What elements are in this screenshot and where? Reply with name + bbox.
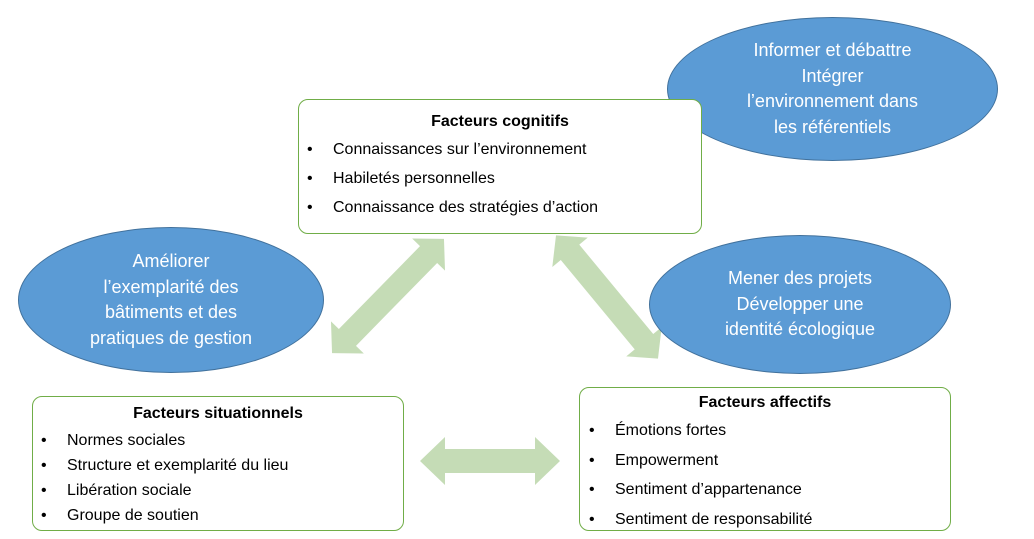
ellipse-line: les référentiels <box>774 115 891 141</box>
box-title: Facteurs cognitifs <box>299 112 701 132</box>
ellipse-line: l’environnement dans <box>747 89 918 115</box>
arrow-cognitive-situational <box>316 223 461 370</box>
box-title: Facteurs situationnels <box>33 404 403 424</box>
ellipse-line: Développer une <box>736 292 863 318</box>
box-situational-factors: Facteurs situationnels Normes sociales S… <box>32 396 404 531</box>
ellipse-improve-exemplarity: Améliorer l’exemplarité des bâtiments et… <box>18 227 324 373</box>
list-item: Structure et exemplarité du lieu <box>67 456 403 481</box>
list-item: Connaissance des stratégies d’action <box>333 198 701 227</box>
box-cognitive-factors: Facteurs cognitifs Connaissances sur l’e… <box>298 99 702 234</box>
ellipse-line: Améliorer <box>132 249 209 275</box>
ellipse-line: identité écologique <box>725 317 875 343</box>
ellipse-line: Intégrer <box>801 64 863 90</box>
list-item: Empowerment <box>615 451 950 481</box>
list-item: Sentiment d’appartenance <box>615 480 950 510</box>
ellipse-line: Informer et débattre <box>753 38 911 64</box>
list-item: Libération sociale <box>67 481 403 506</box>
list-item: Habiletés personnelles <box>333 169 701 198</box>
ellipse-line: Mener des projets <box>728 266 872 292</box>
list-item: Normes sociales <box>67 431 403 456</box>
list-item: Connaissances sur l’environnement <box>333 140 701 169</box>
ellipse-lead-projects: Mener des projets Développer une identit… <box>649 235 951 374</box>
box-title: Facteurs affectifs <box>580 393 950 413</box>
ellipse-line: l’exemplarité des <box>103 275 238 301</box>
ellipse-line: pratiques de gestion <box>90 326 252 352</box>
ellipse-inform-debate: Informer et débattre Intégrer l’environn… <box>667 17 998 161</box>
ellipse-line: bâtiments et des <box>105 300 237 326</box>
list-item: Émotions fortes <box>615 421 950 451</box>
box-affective-factors: Facteurs affectifs Émotions fortes Empow… <box>579 387 951 531</box>
list-item: Sentiment de responsabilité <box>615 510 950 539</box>
arrow-situational-affective <box>420 437 560 485</box>
list-item: Groupe de soutien <box>67 506 403 531</box>
